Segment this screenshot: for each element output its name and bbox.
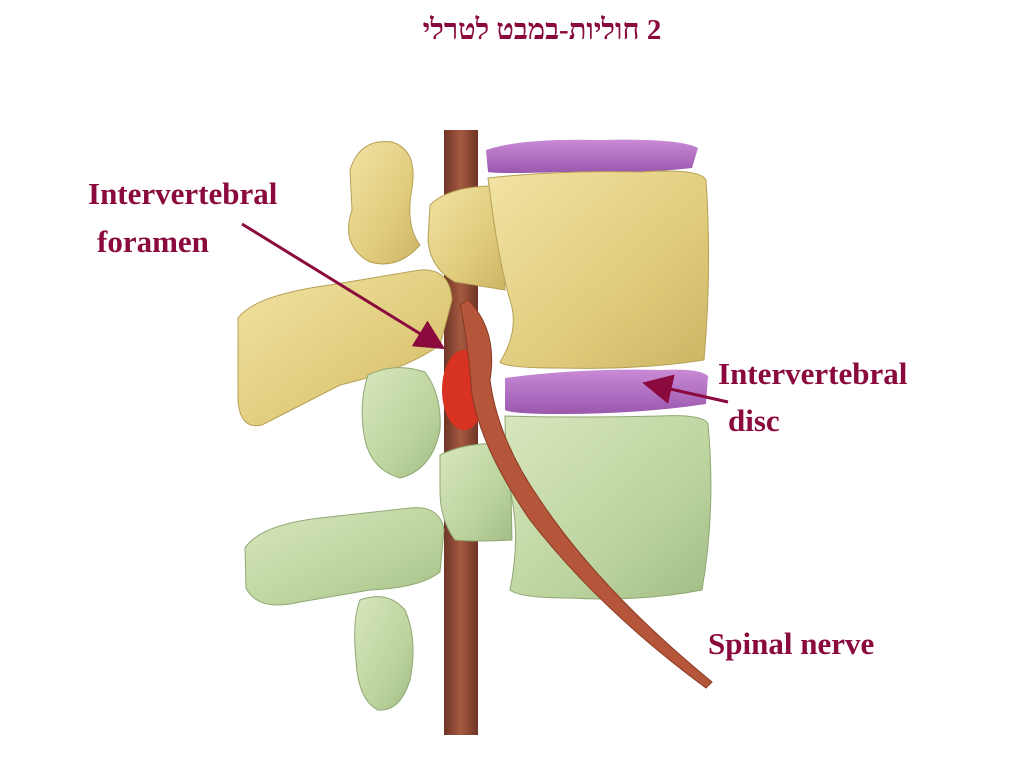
lower-inferior-process <box>354 596 414 711</box>
upper-articular-process <box>348 141 421 265</box>
slide-title-text: 2 חוליות-במבט לטרלי <box>422 14 662 46</box>
upper-vertebral-body <box>487 170 710 369</box>
lower-vertebral-body <box>504 415 712 600</box>
slide-title: 2 חוליות-במבט לטרלי <box>0 14 1024 47</box>
spinal-nerve-label: Spinal nerve <box>708 626 875 661</box>
disc-label-line2: disc <box>728 403 780 438</box>
foramen-pointer-arrow <box>241 222 446 350</box>
foramen-label-line1: Intervertebral <box>88 176 278 211</box>
upper-disc <box>486 139 698 173</box>
lower-pedicle <box>439 443 513 542</box>
lower-articular-process <box>361 367 441 479</box>
upper-pedicle <box>427 185 506 291</box>
lower-transverse-process <box>244 507 445 606</box>
disc-label-line1: Intervertebral <box>718 356 908 391</box>
spinal-nerve <box>459 299 713 689</box>
disc-pointer-arrow <box>642 374 729 404</box>
foramen-label-line2: foramen <box>97 224 209 259</box>
